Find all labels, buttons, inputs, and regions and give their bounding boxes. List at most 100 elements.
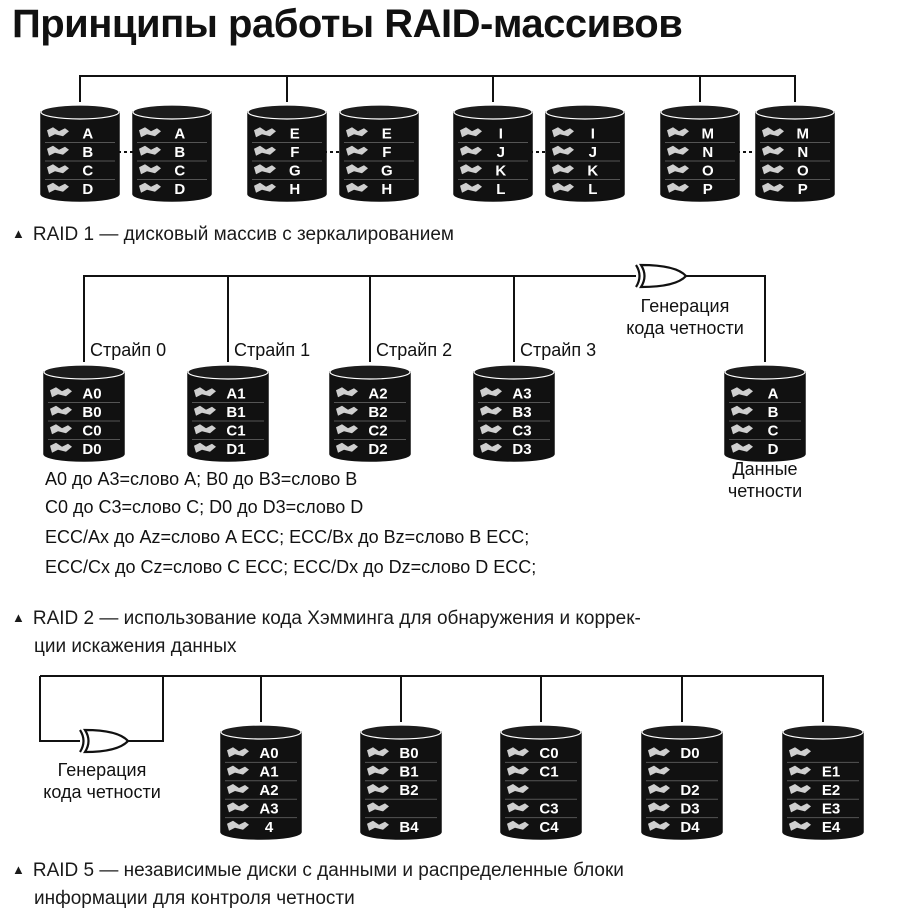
data-block-icon	[648, 784, 670, 794]
disk-block-label: A	[82, 125, 93, 142]
data-block-icon	[227, 820, 249, 831]
raid2-bus-line	[672, 275, 766, 362]
data-block-icon	[507, 765, 529, 776]
triangle-icon: ▲	[12, 610, 25, 625]
disk-block-label: B2	[399, 782, 418, 799]
raid1-caption: ▲RAID 1 — дисковый массив с зеркалирован…	[12, 224, 454, 245]
data-block-icon	[789, 820, 811, 831]
data-block-icon	[460, 164, 482, 175]
disk-block-label: O	[797, 162, 809, 179]
disk-block-label: E1	[822, 764, 840, 781]
raid2-note: A0 до A3=слово A; B0 до B3=слово B	[45, 469, 358, 489]
data-block-icon	[336, 424, 358, 435]
disk-block-label: D	[174, 181, 185, 198]
xor-gate-icon	[79, 728, 130, 754]
data-block-icon	[47, 145, 69, 156]
disk-block-label: D0	[82, 441, 101, 458]
data-block-icon	[762, 145, 784, 156]
disk-block-label: B0	[82, 404, 101, 421]
data-block-icon	[460, 145, 482, 156]
data-block-icon	[648, 765, 670, 776]
disk-block-label: J	[497, 144, 505, 161]
data-block-icon	[789, 747, 811, 758]
raid5-loop-line	[39, 676, 80, 742]
data-block-icon	[460, 182, 482, 193]
disk-block-label: C	[82, 162, 93, 179]
data-block-icon	[367, 765, 389, 776]
disk-block-label: K	[587, 162, 598, 179]
disk-block-label: B4	[399, 819, 419, 836]
disk-block-label: N	[702, 144, 713, 161]
disk-block-label: B1	[399, 764, 418, 781]
data-block-icon	[507, 820, 529, 831]
parity-generation-label: Генерация кода четности	[626, 296, 744, 338]
data-block-icon	[227, 802, 249, 813]
disk-block-label: P	[703, 181, 713, 198]
disk-block-label: J	[589, 144, 597, 161]
data-block-icon	[762, 164, 784, 175]
disk-block-label: C2	[368, 422, 387, 439]
data-block-icon	[648, 820, 670, 831]
disk-block-label: A3	[512, 385, 531, 402]
disk-block-label: C4	[539, 819, 559, 836]
triangle-icon: ▲	[12, 862, 25, 877]
data-block-icon	[480, 387, 502, 398]
disk-block-label: C	[174, 162, 185, 179]
raid2-note: ECC/Ax до Az=слово A ECC; ECC/Bx до Bz=с…	[45, 527, 530, 547]
disk-block-label: P	[798, 181, 808, 198]
disk-block-label: C	[768, 422, 779, 439]
data-block-icon	[50, 442, 72, 453]
disk-block-label: B3	[512, 404, 531, 421]
raid2-caption: ▲RAID 2 — использование кода Хэмминга дл…	[12, 608, 641, 657]
data-block-icon	[480, 405, 502, 416]
disk-block-label: D3	[680, 800, 699, 817]
disk-block-label: C0	[82, 422, 101, 439]
disk-block-label: H	[289, 181, 300, 198]
data-block-icon	[47, 127, 69, 138]
data-block-icon	[139, 127, 161, 138]
data-block-icon	[254, 127, 276, 138]
data-block-icon	[667, 127, 689, 138]
data-block-icon	[667, 145, 689, 156]
disk-block-label: C0	[539, 745, 558, 762]
triangle-icon: ▲	[12, 226, 25, 241]
page-title: Принципы работы RAID-массивов	[12, 2, 683, 46]
stripe-label: Страйп 1	[234, 340, 311, 360]
data-block-icon	[731, 442, 753, 453]
disk-block-label: D3	[512, 441, 531, 458]
data-block-icon	[194, 424, 216, 435]
disk-block-label: F	[290, 144, 299, 161]
disk-block-label: B	[82, 144, 93, 161]
raid2-bus-line	[83, 275, 636, 362]
data-block-icon	[47, 182, 69, 193]
data-block-icon	[367, 747, 389, 758]
disk-block-label: C1	[226, 422, 245, 439]
xor-gate-icon	[635, 263, 688, 289]
disk-block-label: E	[382, 125, 392, 142]
data-block-icon	[731, 424, 753, 435]
disk-block-label: D	[768, 441, 779, 458]
data-block-icon	[346, 127, 368, 138]
disk-block-label: D4	[680, 819, 700, 836]
data-block-icon	[139, 164, 161, 175]
disk-block-label: A1	[226, 385, 245, 402]
data-block-icon	[194, 405, 216, 416]
data-block-icon	[254, 164, 276, 175]
disk-block-label: M	[797, 125, 810, 142]
data-block-icon	[507, 784, 529, 794]
data-block-icon	[480, 442, 502, 453]
data-block-icon	[762, 127, 784, 138]
disk-block-label: E4	[822, 819, 841, 836]
data-block-icon	[552, 127, 574, 138]
disk-block-label: D0	[680, 745, 699, 762]
